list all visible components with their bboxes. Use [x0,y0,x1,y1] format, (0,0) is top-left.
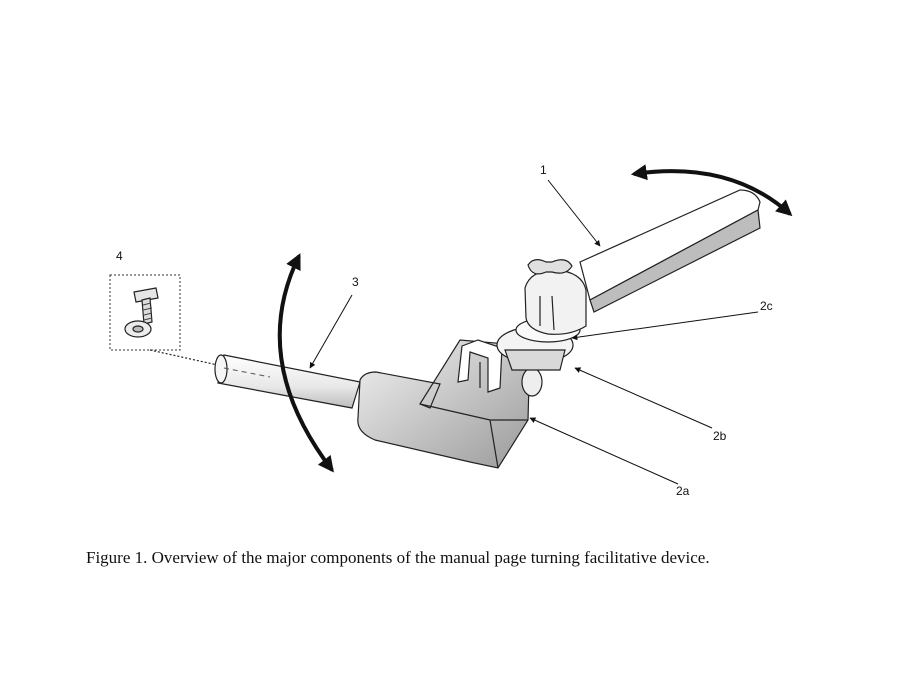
label-part-2c: 2c [760,299,773,313]
elbow-body [357,339,543,469]
leader-line-3 [309,294,353,369]
label-part-4: 4 [116,249,123,263]
figure-caption: Figure 1. Overview of the major componen… [86,548,710,567]
label-part-2b: 2b [713,429,727,443]
leader-line-2a [529,417,679,485]
rotation-arrow-right [630,164,793,217]
clamp-arm [524,189,761,335]
screw-insertion-line [149,349,223,369]
leader-line-2c [571,311,759,341]
label-part-1: 1 [540,163,547,177]
label-part-2a: 2a [676,484,690,498]
rotation-arrow-left [277,253,334,473]
screw-component [109,274,181,351]
leader-line-2b [574,367,713,429]
label-part-3: 3 [352,275,359,289]
leader-line-1 [547,179,601,247]
